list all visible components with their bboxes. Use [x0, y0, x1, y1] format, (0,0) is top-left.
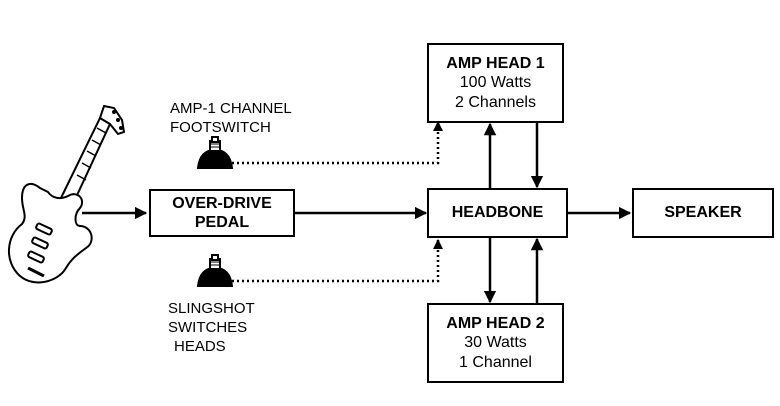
footswitch-icon — [196, 136, 234, 169]
overdrive-pedal-line1: OVER-DRIVE — [172, 194, 272, 212]
footswitch-label-line1: AMP-1 CHANNEL — [170, 100, 292, 117]
slingshot-label-line2: SWITCHES — [168, 318, 248, 336]
speaker-box: SPEAKER — [632, 188, 774, 238]
wire-footswitch-to-headbone — [232, 121, 443, 165]
speaker-title: SPEAKER — [664, 204, 742, 222]
overdrive-pedal-box: OVER-DRIVE PEDAL — [149, 189, 295, 237]
slingshot-switch-icon — [196, 254, 234, 287]
amp-head-2-box: AMP HEAD 2 30 Watts 1 Channel — [427, 303, 564, 383]
amp-head-1-box: AMP HEAD 1 100 Watts 2 Channels — [427, 43, 564, 123]
amp-head-2-title: AMP HEAD 2 — [446, 315, 545, 333]
overdrive-pedal-line2: PEDAL — [194, 214, 250, 231]
amp-head-1-watts: 100 Watts — [459, 74, 532, 92]
headbone-box: HEADBONE — [427, 188, 568, 238]
amp-head-1-channels: 2 Channels — [455, 93, 536, 111]
wire-slingshot-to-headbone — [232, 239, 443, 283]
guitar-icon — [7, 104, 126, 284]
amp-head-1-title: AMP HEAD 1 — [446, 55, 545, 73]
footswitch-label-line2: FOOTSWITCH — [170, 118, 271, 136]
amp-head-2-channels: 1 Channel — [459, 353, 532, 371]
slingshot-label-line1: SLINGSHOT — [168, 300, 255, 317]
amp-head-2-watts: 30 Watts — [464, 334, 527, 352]
footswitch-label: AMP-1 CHANNEL FOOTSWITCH — [170, 100, 292, 138]
slingshot-label-line3: HEADS — [174, 337, 226, 355]
slingshot-label: SLINGSHOT SWITCHES HEADS — [168, 300, 255, 356]
headbone-title: HEADBONE — [451, 204, 544, 222]
